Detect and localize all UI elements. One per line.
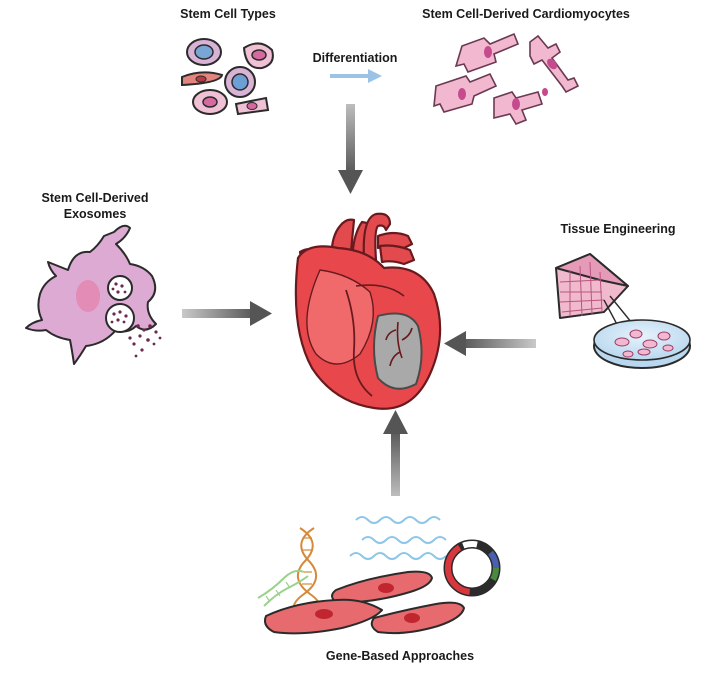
arrow-bottom [383,410,408,496]
cardiomyocytes-icon [433,32,580,125]
label-differentiation: Differentiation [312,51,398,65]
fibroblast-cells-icon [264,570,465,635]
arrow-left [182,301,272,326]
label-exosomes: Stem Cell-Derived Exosomes [20,190,170,223]
label-cardiomyocytes: Stem Cell-Derived Cardiomyocytes [422,7,630,21]
plasmid-icon [443,539,501,597]
label-stem-cell-types: Stem Cell Types [180,7,276,21]
label-gene-based: Gene-Based Approaches [325,649,475,663]
exosome-particles [110,282,162,358]
petri-dish-icon [593,295,691,369]
label-tissue-engineering: Tissue Engineering [560,222,676,236]
tissue-scaffold-icon [555,253,629,319]
rna-strands-icon [349,516,447,560]
heart-icon [294,212,442,410]
stem-cells-icon [181,38,274,116]
arrow-top [338,104,363,194]
label-exosomes-line1: Stem Cell-Derived [41,191,149,205]
arrow-right [444,331,536,356]
differentiation-arrow [330,69,382,83]
exosome-cell-icon [25,224,157,365]
label-exosomes-line2: Exosomes [63,207,127,222]
